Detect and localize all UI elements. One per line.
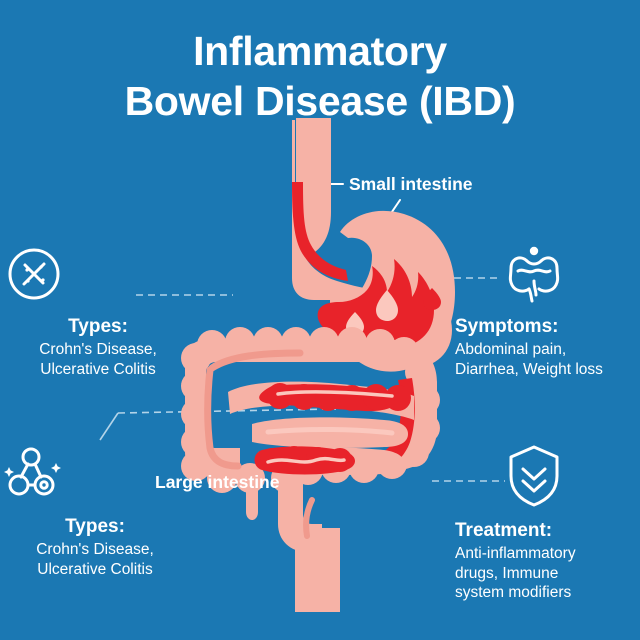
page-title: Inflammatory Bowel Disease (IBD) (124, 28, 516, 124)
callout-heading: Types: (68, 316, 128, 337)
organ-shapes (181, 118, 455, 612)
connector-types-bottom (117, 408, 337, 414)
esophagus-inflammation (292, 182, 348, 281)
flame-spark (423, 288, 441, 310)
colon-lumen-stripe (204, 366, 242, 470)
callout-heading: Symptoms: (455, 316, 559, 337)
callout-body: Abdominal pain, Diarrhea, Weight loss (455, 341, 603, 378)
coil-3-lumen (266, 456, 346, 464)
colon-inflammation-right (318, 378, 415, 472)
coil-1-lumen (276, 390, 394, 398)
coil-1-bumps (267, 383, 411, 411)
intestine-organ-icon (503, 243, 640, 305)
coil-2-lumen (265, 426, 395, 436)
callout-heading: Types: (65, 516, 125, 537)
connector-elbow-bottom-left (99, 412, 119, 441)
molecule-icon (0, 443, 190, 505)
small-intestine-coil-2 (252, 417, 408, 448)
label-large-intestine: Large intestine (155, 472, 280, 492)
label-small-intestine: Small intestine (349, 174, 473, 194)
appendix (246, 486, 258, 520)
colon-lumen-stripe-top (208, 349, 304, 372)
crossed-wands-circle-icon (3, 243, 193, 305)
callout-types-top[interactable]: Types: Crohn's Disease, Ulcerative Colit… (3, 243, 193, 379)
callout-treatment[interactable]: Treatment: Anti-inflammatory drugs, Immu… (455, 443, 640, 603)
rectum (295, 528, 340, 612)
callout-symptoms[interactable]: Symptoms: Abdominal pain, Diarrhea, Weig… (455, 243, 640, 379)
callout-body: Anti-inflammatory drugs, Immune system m… (455, 545, 576, 601)
callout-body: Crohn's Disease, Ulcerative Colitis (39, 341, 157, 378)
rectum-lumen (303, 497, 315, 539)
small-intestine-coil-3 (254, 446, 404, 475)
callout-heading: Treatment: (455, 520, 553, 541)
callout-types-bottom[interactable]: Types: Crohn's Disease, Ulcerative Colit… (0, 443, 190, 579)
small-intestine-coil-1 (228, 381, 414, 420)
flame-droplet-2 (376, 290, 398, 321)
connector-elbows (99, 412, 119, 441)
connector-lines (117, 277, 505, 482)
colon-haustra-left (181, 327, 440, 493)
shield-check-icon (503, 443, 640, 509)
callout-body: Crohn's Disease, Ulcerative Colitis (36, 541, 154, 578)
